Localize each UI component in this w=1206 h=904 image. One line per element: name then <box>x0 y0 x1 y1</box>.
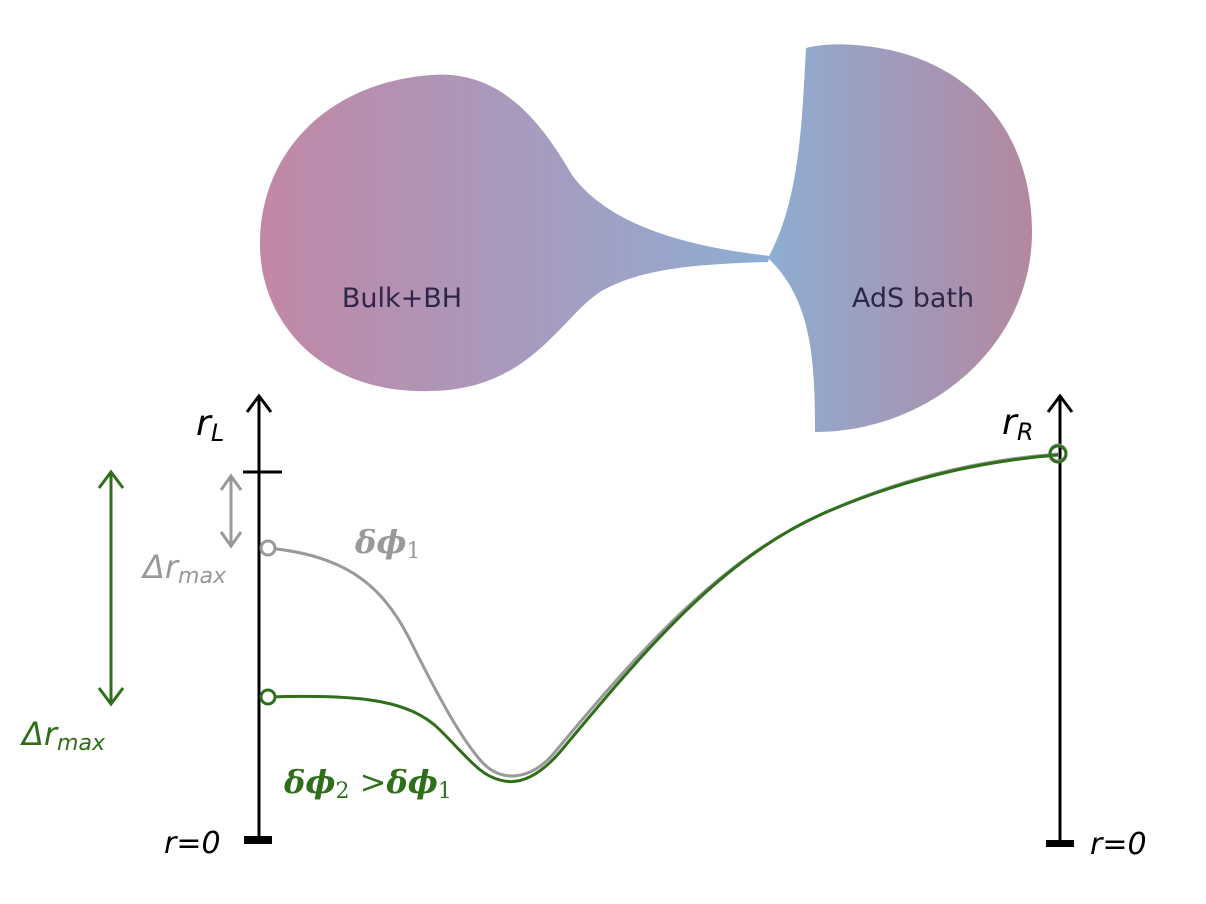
left-axis <box>243 393 282 840</box>
ads-bath-region <box>768 44 1032 432</box>
right-axis-label: rR <box>1002 402 1034 446</box>
green-delta-arrow <box>97 469 125 707</box>
green-start-marker <box>259 688 277 706</box>
gray-start-marker <box>259 539 277 557</box>
green-curve <box>267 453 1059 784</box>
gray-curve-label: δϕ1 <box>354 523 420 564</box>
right-zero-label: r=0 <box>1090 827 1147 862</box>
green-end-marker <box>1048 444 1068 464</box>
gray-delta-arrow <box>219 473 243 549</box>
right-axis-base <box>1046 840 1074 847</box>
ads-bath-label: AdS bath <box>852 283 974 314</box>
bulk-bh-label: Bulk+BH <box>342 283 462 314</box>
left-axis-base <box>244 836 272 844</box>
gray-delta-label: Δrmax <box>140 548 227 589</box>
green-delta-label: Δrmax <box>19 715 106 756</box>
left-zero-label: r=0 <box>164 826 221 861</box>
gray-curve <box>267 452 1059 778</box>
bulk-bh-region <box>259 74 770 392</box>
right-axis <box>1046 393 1074 840</box>
left-axis-label: rL <box>196 403 224 447</box>
green-curve-label: δϕ2 >δϕ1 <box>283 763 452 804</box>
